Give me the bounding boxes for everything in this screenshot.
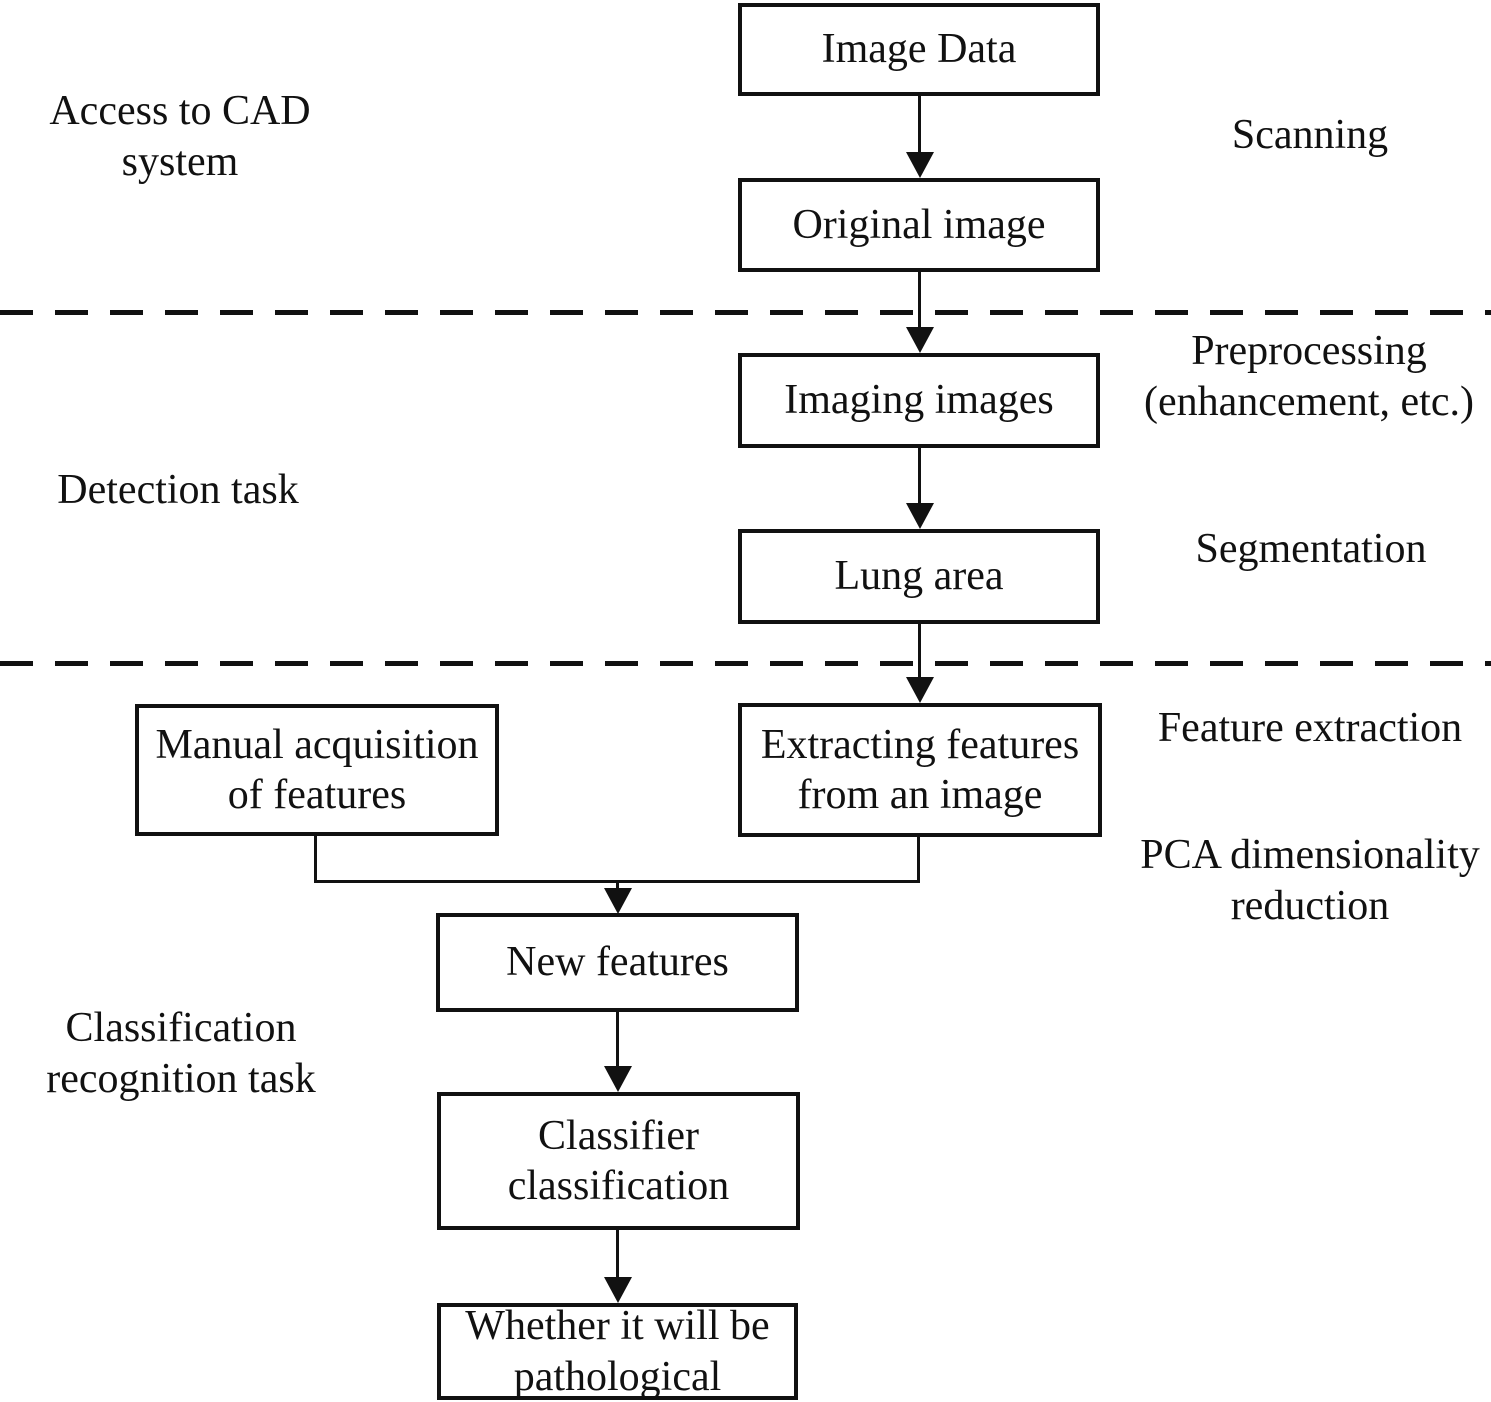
stage-label-segmentation: Segmentation — [1195, 526, 1427, 572]
box-image-data-label: Image Data — [821, 26, 1017, 73]
arrow-classifier-pathological-stem — [616, 1230, 619, 1280]
arrow-imaging-lung-head — [906, 503, 934, 529]
stage-label-pca-dimensionality-reduction: PCA dimensionality reduction — [1140, 832, 1480, 930]
connector-extracting-down — [917, 837, 920, 883]
arrow-lung-extracting-head — [906, 677, 934, 703]
box-manual-acquisition: Manual acquisition of features — [135, 704, 499, 836]
connector-manual-down — [314, 836, 317, 883]
stage-label-access-to-cad-system: Access to CAD system — [49, 88, 311, 186]
arrow-imaging-lung-stem — [918, 448, 921, 506]
box-whether-pathological-label: Whether it will be pathological — [465, 1303, 770, 1400]
arrow-imagedata-original-stem — [918, 96, 921, 154]
box-original-image: Original image — [738, 178, 1100, 272]
box-imaging-images: Imaging images — [738, 353, 1100, 448]
arrow-merge-newfeatures-head — [604, 888, 632, 914]
stage-label-feature-extraction: Feature extraction — [1157, 705, 1463, 751]
arrow-original-imaging-stem — [918, 272, 921, 330]
stage-label-scanning: Scanning — [1231, 112, 1389, 158]
stage-label-preprocessing: Preprocessing (enhancement, etc.) — [1144, 328, 1474, 426]
box-original-image-label: Original image — [792, 201, 1046, 248]
arrow-original-imaging-head — [906, 327, 934, 353]
phase-divider-bottom — [0, 661, 1491, 666]
arrow-merge-newfeatures-stem — [616, 880, 619, 892]
phase-divider-top — [0, 310, 1491, 315]
box-classifier-classification-label: Classifier classification — [507, 1112, 730, 1209]
stage-label-classification-recognition-task: Classification recognition task — [46, 1005, 316, 1103]
arrow-newfeatures-classifier-stem — [616, 1012, 619, 1069]
arrow-newfeatures-classifier-head — [604, 1066, 632, 1092]
box-imaging-images-label: Imaging images — [784, 377, 1054, 424]
box-whether-pathological: Whether it will be pathological — [437, 1303, 798, 1400]
box-classifier-classification: Classifier classification — [437, 1092, 800, 1230]
arrow-lung-extracting-stem — [918, 624, 921, 680]
stage-label-detection-task: Detection task — [57, 467, 299, 513]
box-extracting-features: Extracting features from an image — [738, 703, 1102, 837]
box-new-features: New features — [436, 913, 799, 1012]
arrow-imagedata-original-head — [906, 152, 934, 178]
box-lung-area-label: Lung area — [834, 553, 1004, 600]
arrow-classifier-pathological-head — [604, 1277, 632, 1303]
box-extracting-features-label: Extracting features from an image — [760, 721, 1080, 818]
box-manual-acquisition-label: Manual acquisition of features — [155, 721, 479, 818]
box-lung-area: Lung area — [738, 529, 1100, 624]
box-new-features-label: New features — [506, 939, 729, 986]
box-image-data: Image Data — [738, 3, 1100, 96]
